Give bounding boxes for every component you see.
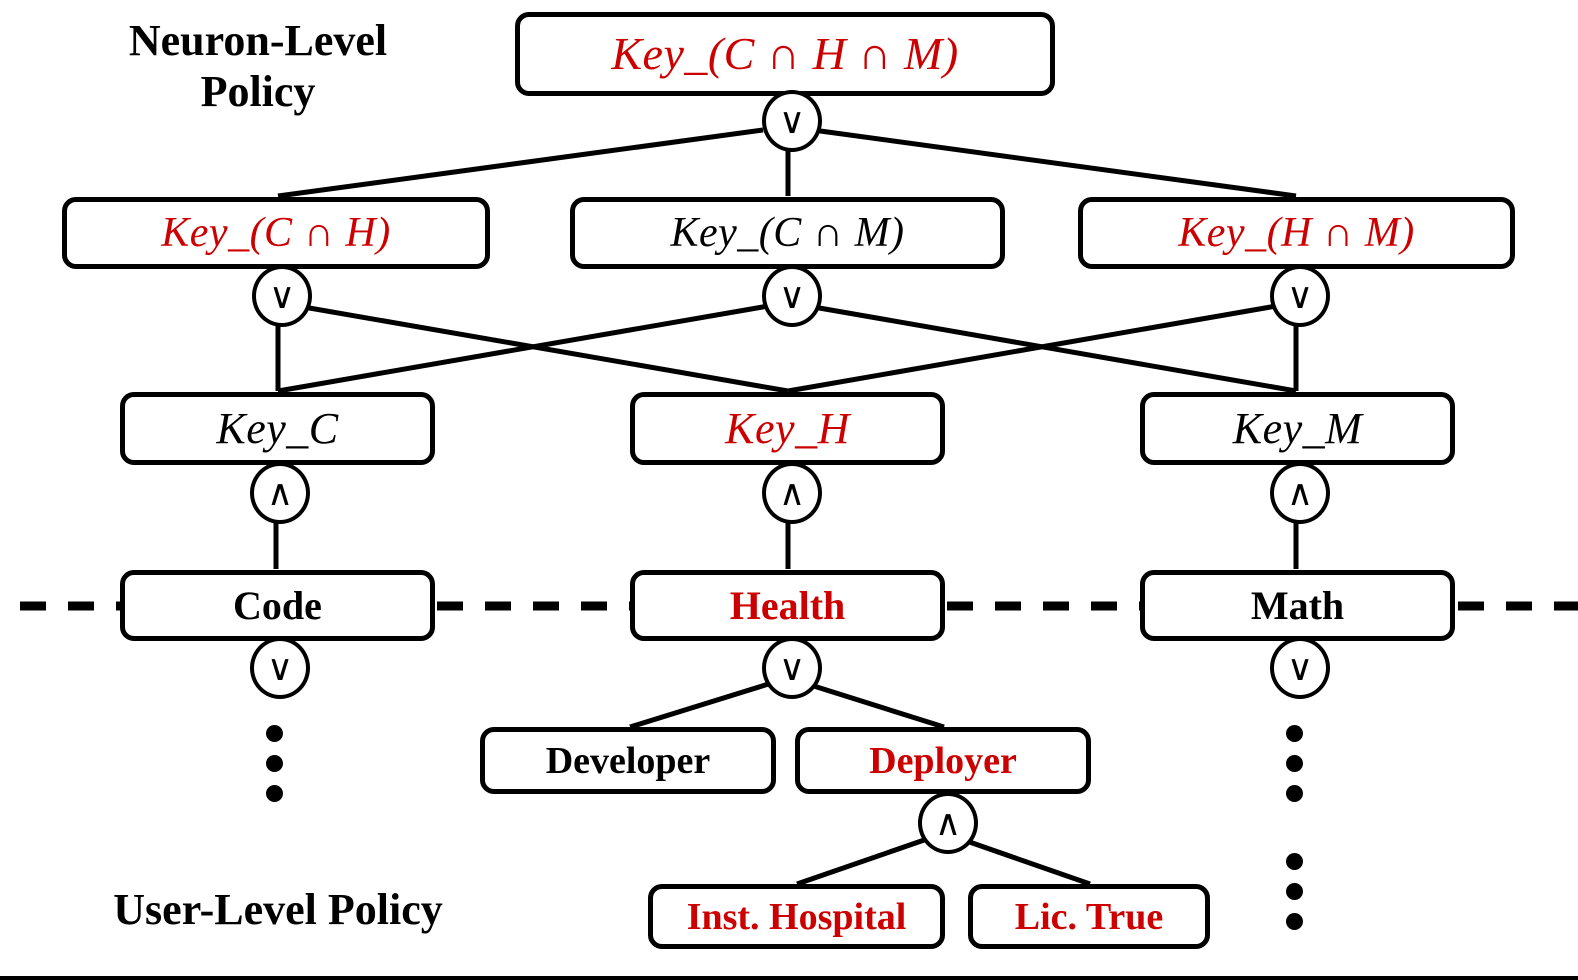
node-key-h-and-m[interactable]: Key_(H ∩ M) [1078, 197, 1515, 269]
gate-or-root-symbol: ∨ [778, 101, 806, 141]
node-lic-true-label: Lic. True [1014, 895, 1164, 938]
ellipsis-under-math-upper [1286, 725, 1306, 805]
ellipsis-dot [1286, 785, 1303, 802]
gate-and-key-c-symbol: ∧ [266, 473, 294, 513]
gate-or-health[interactable]: ∨ [762, 637, 822, 699]
neuron-level-policy-label: Neuron-Level Policy [58, 16, 458, 117]
node-root-key-chm[interactable]: Key_(C ∩ H ∩ M) [515, 12, 1055, 96]
gate-and-deployer-symbol: ∧ [934, 803, 962, 843]
ellipsis-dot [266, 785, 283, 802]
gate-or-key-c-and-h-symbol: ∨ [268, 276, 296, 316]
gate-or-key-c-and-h[interactable]: ∨ [252, 265, 312, 327]
node-inst-hospital[interactable]: Inst. Hospital [648, 884, 945, 949]
neuron-level-policy-label-line1: Neuron-Level [128, 16, 388, 65]
edge-health-to-developer [629, 679, 776, 730]
node-key-c-and-m-label: Key_(C ∩ M) [670, 210, 905, 256]
gate-or-code[interactable]: ∨ [250, 637, 310, 699]
edge-l2ch-to-keyh [291, 302, 789, 394]
node-key-c[interactable]: Key_C [120, 392, 435, 465]
node-health[interactable]: Health [630, 570, 945, 641]
edge-root-to-l2-hm [812, 127, 1297, 199]
gate-or-key-c-and-m[interactable]: ∨ [762, 265, 822, 327]
node-key-h-and-m-label: Key_(H ∩ M) [1178, 210, 1415, 256]
edge-root-to-l2-ch [277, 127, 764, 199]
node-key-m[interactable]: Key_M [1140, 392, 1455, 465]
node-deployer-label: Deployer [869, 739, 1017, 782]
edge-health-to-deployer [800, 679, 945, 730]
gate-and-key-c[interactable]: ∧ [250, 462, 310, 524]
node-developer[interactable]: Developer [480, 727, 776, 794]
gate-and-key-m-symbol: ∧ [1286, 473, 1314, 513]
ellipsis-dot [1286, 913, 1303, 930]
node-key-m-label: Key_M [1232, 403, 1363, 453]
gate-and-key-h[interactable]: ∧ [762, 462, 822, 524]
ellipsis-dot [1286, 883, 1303, 900]
gate-or-code-symbol: ∨ [266, 648, 294, 688]
user-level-policy-label-text: User-Level Policy [113, 885, 443, 934]
node-key-c-and-h-label: Key_(C ∩ H) [161, 210, 391, 256]
gate-or-root[interactable]: ∨ [762, 90, 822, 152]
gate-and-key-m[interactable]: ∧ [1270, 462, 1330, 524]
ellipsis-dot [266, 755, 283, 772]
node-key-c-and-m[interactable]: Key_(C ∩ M) [570, 197, 1005, 269]
gate-or-key-h-and-m-symbol: ∨ [1286, 276, 1314, 316]
node-root-key-chm-label: Key_(C ∩ H ∩ M) [611, 28, 959, 79]
user-level-policy-label: User-Level Policy [38, 885, 518, 936]
gate-or-key-h-and-m[interactable]: ∨ [1270, 265, 1330, 327]
node-key-c-and-h[interactable]: Key_(C ∩ H) [62, 197, 490, 269]
figure-bottom-rule [0, 976, 1578, 980]
gate-or-math-symbol: ∨ [1286, 648, 1314, 688]
node-code-label: Code [233, 582, 322, 628]
edge-l2cm-to-keyc [277, 302, 775, 394]
node-developer-label: Developer [545, 739, 711, 782]
node-health-label: Health [729, 582, 846, 628]
ellipsis-under-math-lower [1286, 853, 1306, 933]
node-code[interactable]: Code [120, 570, 435, 641]
edge-l2hm-to-keyh [787, 302, 1283, 394]
ellipsis-dot [1286, 725, 1303, 742]
edge-l2cm-to-keym [801, 302, 1297, 394]
node-inst-hospital-label: Inst. Hospital [686, 895, 907, 938]
gate-and-deployer[interactable]: ∧ [918, 792, 978, 854]
gate-or-key-c-and-m-symbol: ∨ [778, 276, 806, 316]
gate-and-key-h-symbol: ∧ [778, 473, 806, 513]
node-math[interactable]: Math [1140, 570, 1455, 641]
ellipsis-under-code [266, 725, 286, 805]
gate-or-health-symbol: ∨ [778, 648, 806, 688]
ellipsis-dot [266, 725, 283, 742]
node-key-h-label: Key_H [725, 403, 850, 453]
edge-deployer-to-inst-hospital [796, 835, 931, 887]
neuron-level-policy-label-line2: Policy [200, 66, 316, 116]
node-deployer[interactable]: Deployer [795, 727, 1091, 794]
node-key-h[interactable]: Key_H [630, 392, 945, 465]
gate-or-math[interactable]: ∨ [1270, 637, 1330, 699]
node-key-c-label: Key_C [216, 403, 339, 453]
ellipsis-dot [1286, 755, 1303, 772]
node-math-label: Math [1250, 582, 1345, 628]
node-lic-true[interactable]: Lic. True [968, 884, 1210, 949]
ellipsis-dot [1286, 853, 1303, 870]
edge-deployer-to-lic-true [957, 835, 1091, 887]
